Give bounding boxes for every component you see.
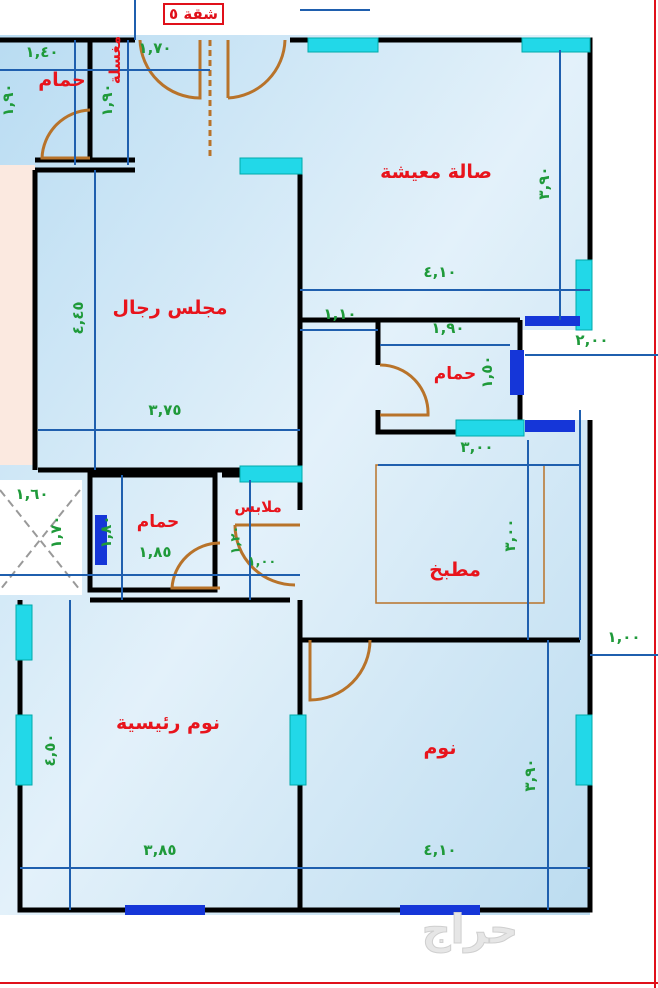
dim-shaft-w: ١,٦٠	[15, 485, 49, 503]
dim-corridor-w: ١,١٠	[323, 305, 357, 323]
room-label-kitchen: مطبخ	[429, 559, 481, 581]
dim-majlis-h: ٤,٤٥	[69, 301, 87, 335]
room-label-bath-right: حمام	[433, 364, 477, 384]
dim-master-h: ٤,٥٠	[41, 733, 59, 767]
apartment-label: شقة ٥	[163, 3, 225, 25]
room-label-bedroom: نوم	[423, 737, 457, 759]
windows	[15, 37, 593, 786]
room-label-bath-top-left: حمام	[38, 69, 86, 91]
dim-kitchen-h: ٣,٠٠	[501, 518, 519, 552]
dim-setback-right: ١,٠٠	[607, 628, 641, 646]
dim-majlis-w: ٣,٧٥	[148, 401, 182, 419]
room-label-closet: ملابس	[234, 498, 282, 516]
room-label-master-bedroom: نوم رئيسية	[115, 712, 221, 734]
dim-outside-right: ٢,٠٠	[575, 331, 609, 349]
dim-living-w: ٤,١٠	[423, 263, 457, 281]
dim-master-w: ٣,٨٥	[143, 841, 177, 859]
dim-sink-h: ١,٩٠	[98, 83, 116, 117]
dim-bath-right-w: ١,٩٠	[431, 319, 465, 337]
dim-bath-center-w: ١,٨٥	[138, 543, 172, 561]
dim-bedroom-w: ٤,١٠	[423, 841, 457, 859]
room-label-majlis: مجلس رجال	[112, 297, 228, 319]
dim-bath-right-h: ١,٥٠	[478, 355, 496, 389]
dim-bath-top-left-w: ١,٤٠	[25, 43, 59, 61]
watermark-logo: حراج	[421, 907, 519, 954]
dim-kitchen-w: ٣,٠٠	[460, 438, 494, 456]
dim-closet-h: ١,٢٠	[228, 525, 244, 555]
doors	[40, 39, 430, 702]
room-label-bath-center: حمام	[136, 512, 180, 532]
dim-shaft-h: ١,٧٠	[47, 515, 65, 549]
dimension-lines	[0, 0, 658, 910]
dim-living-h: ٣,٩٠	[535, 166, 553, 200]
dim-entry-w: ١,٧٠	[138, 39, 172, 57]
vents	[95, 316, 580, 915]
dim-closet-w: ١,٠٠	[247, 554, 277, 570]
dim-bath-center-h: ١,٨٠	[97, 515, 115, 549]
room-label-sink: مغسلة	[106, 35, 124, 85]
dim-bath-top-left-h: ١,٩٠	[0, 83, 17, 117]
dim-bedroom-h: ٣,٩٠	[521, 758, 539, 792]
room-label-living: صالة معيشة	[380, 161, 492, 183]
